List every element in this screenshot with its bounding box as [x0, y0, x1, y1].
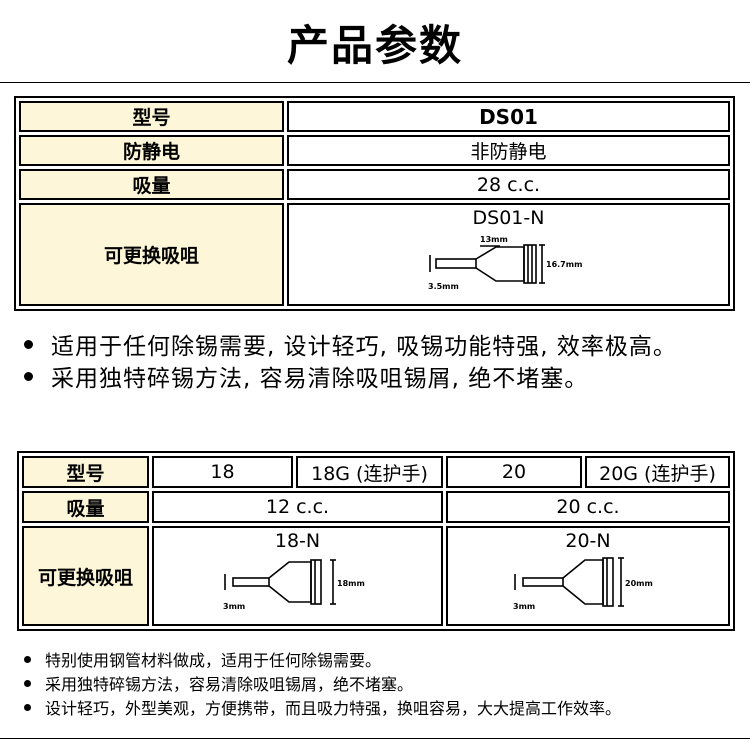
list-item: 采用独特碎锡方法, 容易清除吸咀锡屑, 绝不堵塞。: [24, 360, 677, 392]
spec-table-18-20: 型号 18 18G (连护手) 20 20G (连护手) 吸量 12 c.c. …: [17, 451, 735, 631]
tip-dimension: 3mm: [513, 602, 535, 611]
tip-dimension: 3mm: [223, 602, 245, 611]
nozzle-diagram-18: 18mm 3mm: [223, 559, 365, 611]
feature-list-18-20: 特别使用钢管材料做成，适用于任何除锡需要。 采用独特碎锡方法，容易清除吸咀锡屑，…: [24, 647, 621, 719]
bottom-divider: [0, 738, 750, 739]
list-item: 设计轻巧，外型美观，方便携带，而且吸力特强，换咀容易，大大提高工作效率。: [24, 695, 621, 719]
nozzle-name: DS01-N: [472, 207, 545, 229]
spec-table-ds01: 型号 DS01 防静电 非防静电 吸量 28 c.c. 可更换吸咀 DS01-N: [14, 96, 735, 311]
bullet-icon: [24, 679, 31, 687]
title-divider: [0, 82, 750, 83]
suction-value-20: 20 c.c.: [446, 491, 730, 523]
list-item: 特别使用钢管材料做成，适用于任何除锡需要。: [24, 647, 621, 671]
bullet-icon: [24, 655, 31, 663]
suction-label: 吸量: [19, 169, 284, 200]
length-dimension: 13mm: [480, 235, 508, 244]
diameter-dimension: 20mm: [625, 579, 653, 588]
nozzle-name: 18-N: [274, 530, 321, 552]
bullet-icon: [24, 703, 31, 711]
model-label: 型号: [19, 101, 284, 132]
nozzle-cell-20: 20-N 20mm 3mm: [446, 526, 730, 626]
nozzle-label: 可更换吸咀: [19, 203, 284, 306]
suction-value-18: 12 c.c.: [152, 491, 443, 523]
bullet-icon: [24, 371, 33, 381]
tip-dimension: 3.5mm: [428, 282, 459, 291]
list-item: 采用独特碎锡方法，容易清除吸咀锡屑，绝不堵塞。: [24, 671, 621, 695]
model-20: 20: [446, 456, 582, 488]
feature-list-ds01: 适用于任何除锡需要, 设计轻巧, 吸锡功能特强, 效率极高。 采用独特碎锡方法,…: [24, 328, 677, 392]
nozzle-cell-18: 18-N 18mm 3mm: [152, 526, 443, 626]
model-20g: 20G (连护手): [585, 456, 730, 488]
antistatic-value: 非防静电: [287, 135, 730, 166]
model-18: 18: [152, 456, 293, 488]
bullet-icon: [24, 339, 33, 349]
diameter-dimension: 16.7mm: [546, 260, 582, 269]
nozzle-diagram-ds01: 13mm 16.7mm 3.5mm: [428, 235, 582, 291]
nozzle-cell: DS01-N 13mm 16.7mm 3.5mm: [287, 203, 730, 306]
list-item: 适用于任何除锡需要, 设计轻巧, 吸锡功能特强, 效率极高。: [24, 328, 677, 360]
model-value: DS01: [287, 101, 730, 132]
page-title: 产品参数: [286, 21, 463, 70]
antistatic-label: 防静电: [19, 135, 284, 166]
model-18g: 18G (连护手): [296, 456, 443, 488]
nozzle-name: 20-N: [565, 530, 611, 552]
suction-label: 吸量: [22, 491, 149, 523]
model-label: 型号: [22, 456, 149, 488]
suction-value: 28 c.c.: [287, 169, 730, 200]
diameter-dimension: 18mm: [337, 579, 365, 588]
nozzle-diagram-20: 20mm 3mm: [513, 557, 653, 611]
nozzle-label: 可更换吸咀: [22, 526, 149, 626]
